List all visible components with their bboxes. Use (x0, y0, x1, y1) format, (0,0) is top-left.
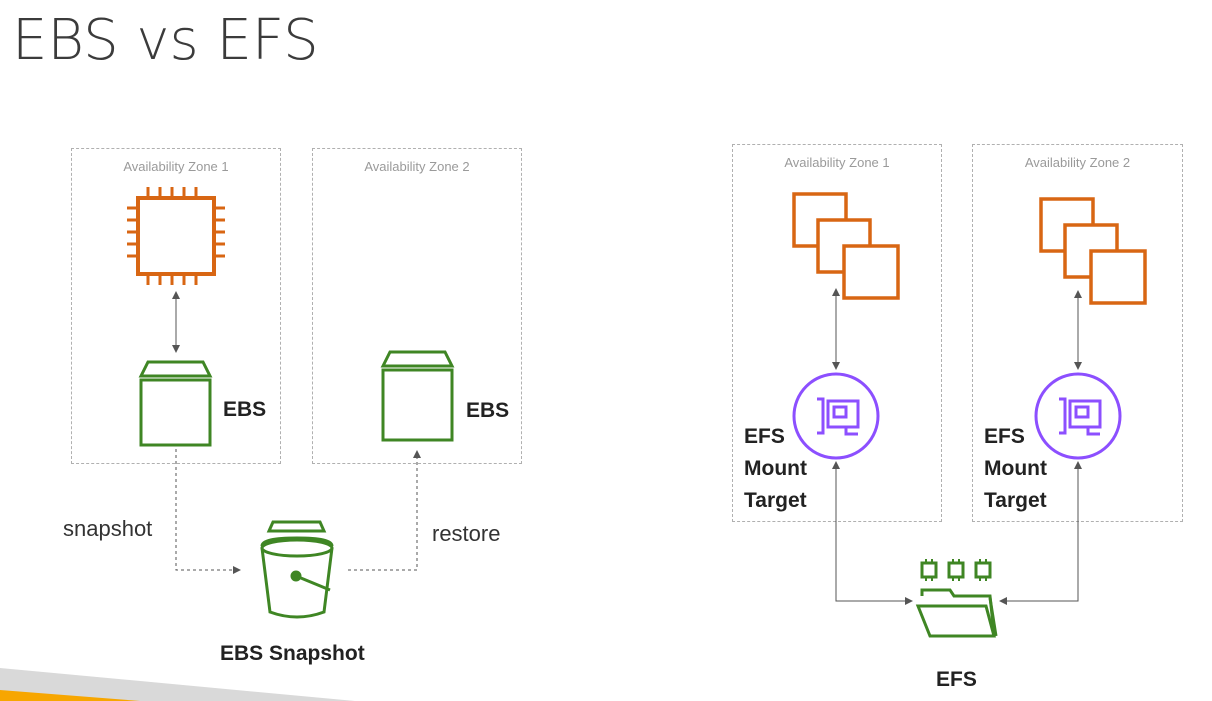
mount-target-icon (1034, 372, 1122, 460)
ec2-instances-icon (1039, 197, 1147, 305)
ebs-volume-label: EBS (223, 398, 267, 421)
zone-label: Availability Zone 1 (784, 155, 890, 170)
mount-target-label-line: EFS (984, 425, 1025, 448)
mount-target-label-line: Target (984, 489, 1047, 512)
restore-connector (348, 450, 421, 571)
restore-edge-label: restore (432, 521, 501, 546)
efs-label: EFS (936, 668, 977, 691)
mount-target-label-line: EFS (744, 425, 785, 448)
ec2-instances-icon (792, 192, 900, 300)
mount-target-label-line: Mount (984, 457, 1047, 480)
zone-label: Availability Zone 2 (1024, 155, 1131, 170)
zone-label: Availability Zone 1 (123, 159, 229, 174)
ebs-volume-label: EBS (466, 399, 510, 422)
ebs-volume-icon (380, 350, 455, 442)
efs-filesystem-icon (915, 559, 998, 638)
accent-stripe-orange (0, 690, 140, 701)
mount-target-label-line: Mount (744, 457, 807, 480)
snapshot-edge-label: snapshot (63, 516, 153, 541)
mount-efs-connector (832, 461, 913, 605)
snapshot-connector (175, 449, 241, 574)
mount-target-label: EFS Mount Target (984, 421, 1047, 517)
ebs-volume-icon (138, 360, 213, 447)
mount-target-label: EFS Mount Target (744, 421, 807, 517)
accent-stripe (0, 668, 355, 701)
mount-target-label-line: Target (744, 489, 807, 512)
ec2-chip-icon (127, 187, 225, 285)
mount-target-icon (792, 372, 880, 460)
snapshot-bucket-icon (260, 520, 334, 619)
ebs-snapshot-label: EBS Snapshot (220, 642, 365, 665)
page-title: EBS vs EFS (12, 8, 319, 73)
mount-efs-connector (999, 461, 1082, 605)
zone-label: Availability Zone 2 (364, 159, 470, 174)
